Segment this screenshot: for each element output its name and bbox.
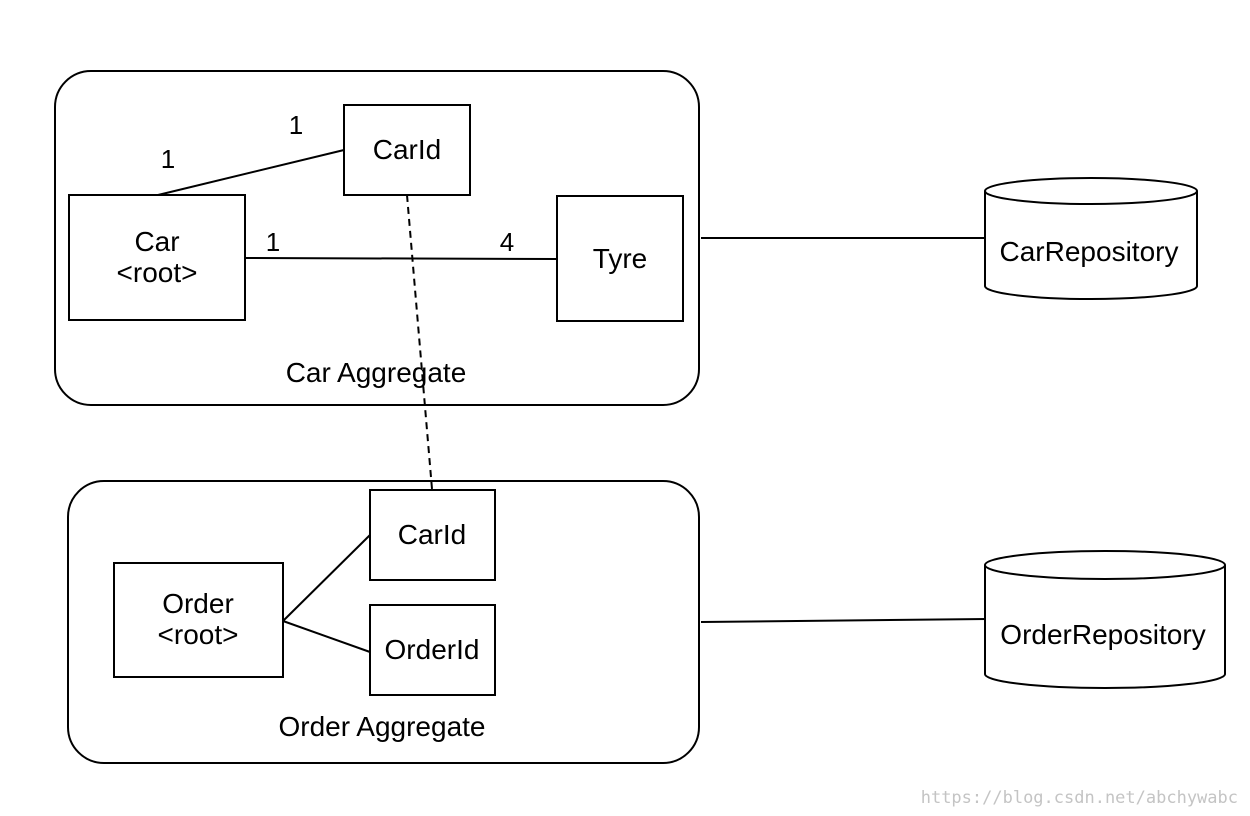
multiplicity-car-carid-carid-end: 1 xyxy=(289,110,303,140)
car-root-stereotype: <root> xyxy=(117,257,198,288)
order-root-node: Order <root> xyxy=(113,562,284,678)
carid-label-top: CarId xyxy=(373,134,441,165)
car-root-name: Car xyxy=(134,226,179,257)
orderid-node: OrderId xyxy=(369,604,496,696)
orderid-box xyxy=(369,604,496,696)
multiplicity-car-tyre-tyre-end: 4 xyxy=(500,227,514,257)
carid-box-top xyxy=(343,104,471,196)
car-repository-cylinder: CarRepository xyxy=(984,177,1198,300)
car-aggregate-boundary xyxy=(54,70,700,406)
watermark-text: https://blog.csdn.net/abchywabc xyxy=(921,788,1238,808)
order-repository-top xyxy=(984,550,1226,580)
order-root-box xyxy=(113,562,284,678)
tyre-node: Tyre xyxy=(556,195,684,322)
order-root-name: Order xyxy=(162,588,234,619)
orderid-label: OrderId xyxy=(385,634,480,665)
order-repository-body xyxy=(984,565,1226,689)
car-aggregate-label: Car Aggregate xyxy=(286,357,467,388)
car-repository-body xyxy=(984,191,1198,300)
order-repository-cylinder: OrderRepository xyxy=(984,550,1226,689)
car-to-carid-connector xyxy=(157,149,345,196)
carid-label-bottom: CarId xyxy=(398,519,466,550)
order-aggregate-to-repository-connector xyxy=(700,618,988,623)
order-root-stereotype: <root> xyxy=(158,619,239,650)
carid-reference-dashed-line xyxy=(406,194,433,490)
multiplicity-car-tyre-car-end: 1 xyxy=(266,227,280,257)
tyre-box xyxy=(556,195,684,322)
multiplicity-car-carid-car-end: 1 xyxy=(161,144,175,174)
tyre-label: Tyre xyxy=(593,243,647,274)
order-to-carid-connector xyxy=(282,534,371,622)
order-aggregate-label: Order Aggregate xyxy=(278,711,485,742)
car-aggregate: Car Aggregate xyxy=(54,70,700,406)
car-root-box xyxy=(68,194,246,321)
car-repository-label: CarRepository xyxy=(1000,236,1179,267)
order-to-orderid-connector xyxy=(282,620,371,653)
carid-box-bottom xyxy=(369,489,496,581)
carid-node-car-aggregate: CarId xyxy=(343,104,471,196)
order-repository-label: OrderRepository xyxy=(1000,619,1205,650)
car-root-node: Car <root> xyxy=(68,194,246,321)
carid-node-order-aggregate: CarId xyxy=(369,489,496,581)
car-to-tyre-connector xyxy=(244,257,558,260)
car-repository-top xyxy=(984,177,1198,205)
